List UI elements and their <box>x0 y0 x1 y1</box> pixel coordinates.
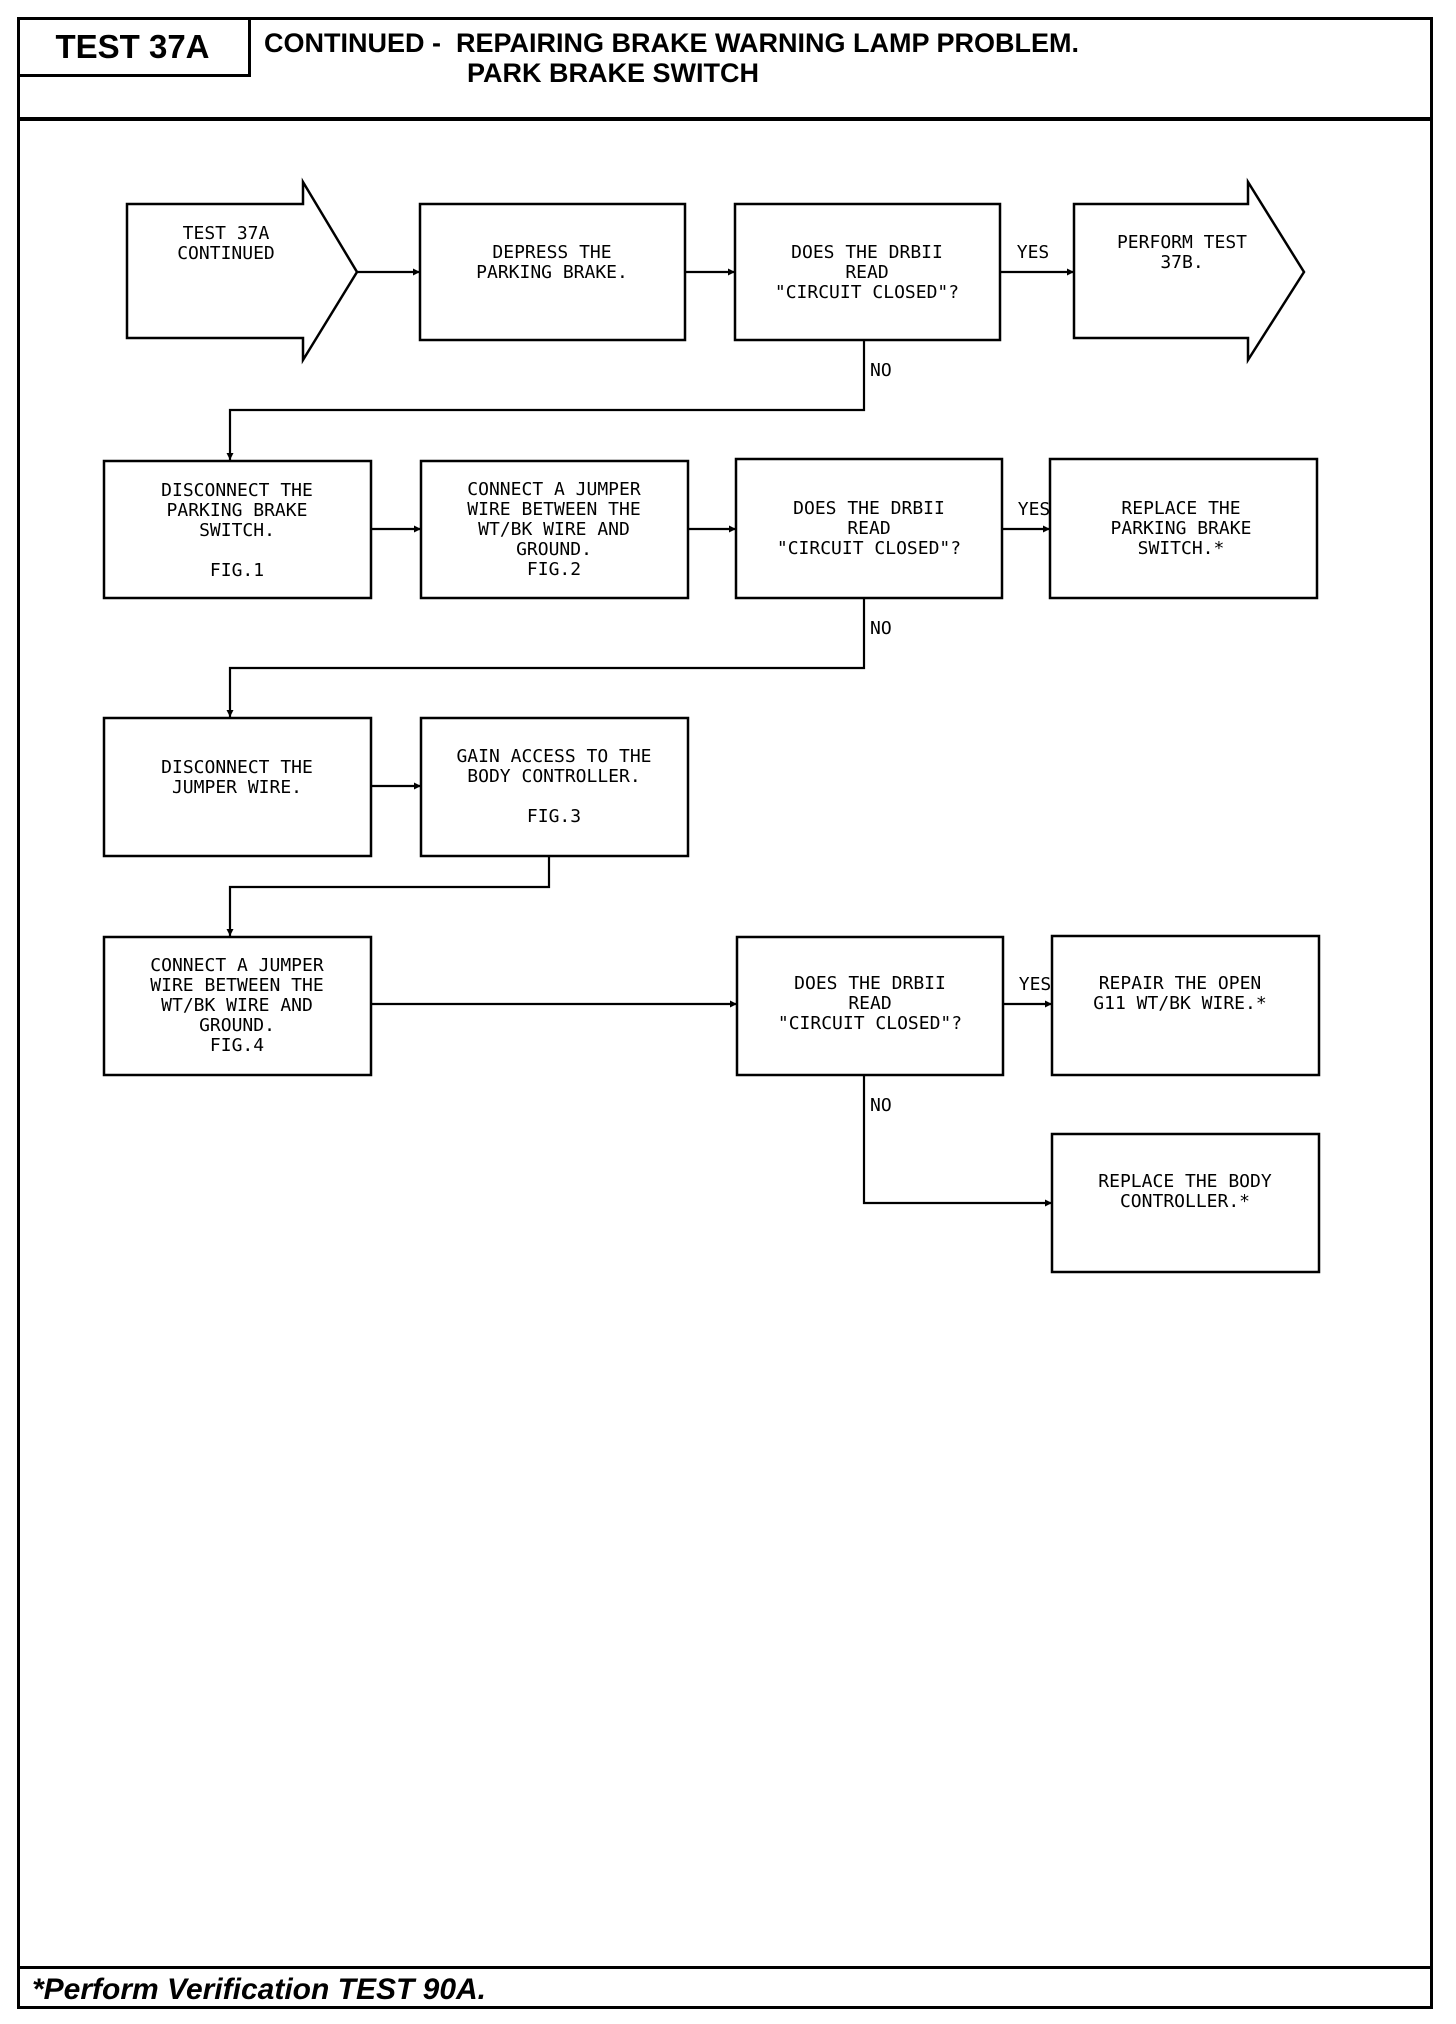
disconnect-switch-box <box>102 459 373 600</box>
box-text-line: GROUND. <box>516 539 592 560</box>
box-text-line: REPAIR THE OPEN <box>1099 973 1262 994</box>
header-divider <box>17 117 1433 121</box>
box-text-line: TEST 37A <box>183 223 270 244</box>
box-text-line: GAIN ACCESS TO THE <box>456 746 651 767</box>
gain-access-box <box>419 716 690 858</box>
footer-divider <box>17 1966 1433 1969</box>
box-text-line: CONTINUED <box>177 243 275 264</box>
yes-label-2: YES <box>1018 499 1051 520</box>
connector-gain-access-to-jumper-2 <box>226 856 551 936</box>
box-text-line: "CIRCUIT CLOSED"? <box>777 538 961 559</box>
no-label-2: NO <box>870 618 892 639</box>
box-text-line: FIG.1 <box>210 560 264 581</box>
box-text-line: FIG.3 <box>527 806 581 827</box>
box-text-line: GROUND. <box>199 1015 275 1036</box>
perform-test-37b-arrow <box>1072 177 1306 365</box>
box-text-line: "CIRCUIT CLOSED"? <box>775 282 959 303</box>
box-text-line: REPLACE THE BODY <box>1098 1171 1272 1192</box>
box-text-line: WT/BK WIRE AND <box>161 995 313 1016</box>
connector-no-1 <box>226 340 866 460</box>
no-label-1: NO <box>870 360 892 381</box>
repair-wire-box <box>1050 934 1321 1077</box>
box-text-line: DISCONNECT THE <box>161 480 313 501</box>
box-text-line: DISCONNECT THE <box>161 757 313 778</box>
replace-switch-box <box>1048 457 1319 600</box>
box-text-line: CONNECT A JUMPER <box>150 955 324 976</box>
box-text-line: G11 WT/BK WIRE.* <box>1093 993 1266 1014</box>
no-label-3: NO <box>870 1095 892 1116</box>
disconnect-jumper-box <box>102 716 373 858</box>
box-text-line: "CIRCUIT CLOSED"? <box>778 1013 962 1034</box>
box-text-line: PARKING BRAKE <box>1111 518 1252 539</box>
box-text-line: WIRE BETWEEN THE <box>150 975 323 996</box>
box-text-line: CONTROLLER.* <box>1120 1191 1250 1212</box>
box-text-line: DEPRESS THE <box>492 242 611 263</box>
box-text-line: DOES THE DRBII <box>793 498 945 519</box>
page-frame <box>17 17 1433 2009</box>
box-text-line: READ <box>847 518 890 539</box>
yes-label-1: YES <box>1017 242 1050 263</box>
box-text-line: WIRE BETWEEN THE <box>467 499 640 520</box>
box-text-line: PARKING BRAKE <box>167 500 308 521</box>
box-text-line: WT/BK WIRE AND <box>478 519 630 540</box>
box-text-line: SWITCH. <box>199 520 275 541</box>
box-text-line: DOES THE DRBII <box>791 242 943 263</box>
test-number-label: TEST 37A <box>17 17 251 77</box>
page-title: CONTINUED - REPAIRING BRAKE WARNING LAMP… <box>264 28 1080 58</box>
box-text-line: 37B. <box>1160 252 1203 273</box>
box-text-line: FIG.4 <box>210 1035 264 1056</box>
box-text-line: CONNECT A JUMPER <box>467 479 641 500</box>
replace-controller-box <box>1050 1132 1321 1274</box>
jumper-wire-box-2 <box>102 935 373 1077</box>
connector-no-2 <box>226 598 866 717</box>
start-arrow-shape <box>125 177 359 365</box>
connector-no-3 <box>862 1075 1052 1207</box>
box-text-line: READ <box>848 993 891 1014</box>
box-text-line: REPLACE THE <box>1121 498 1240 519</box>
yes-label-3: YES <box>1019 974 1052 995</box>
verification-note: *Perform Verification TEST 90A. <box>32 1973 487 2006</box>
box-text-line: JUMPER WIRE. <box>172 777 302 798</box>
box-text-line: SWITCH.* <box>1138 538 1225 559</box>
page-subtitle: PARK BRAKE SWITCH <box>467 58 759 88</box>
box-text-line: PARKING BRAKE. <box>476 262 628 283</box>
box-text-line: DOES THE DRBII <box>794 973 946 994</box>
box-text-line: PERFORM TEST <box>1117 232 1247 253</box>
decision-box-1 <box>733 202 1002 342</box>
box-text-line: FIG.2 <box>527 559 581 580</box>
box-text-line: READ <box>845 262 888 283</box>
decision-box-3 <box>735 935 1005 1077</box>
box-text-line: BODY CONTROLLER. <box>467 766 640 787</box>
